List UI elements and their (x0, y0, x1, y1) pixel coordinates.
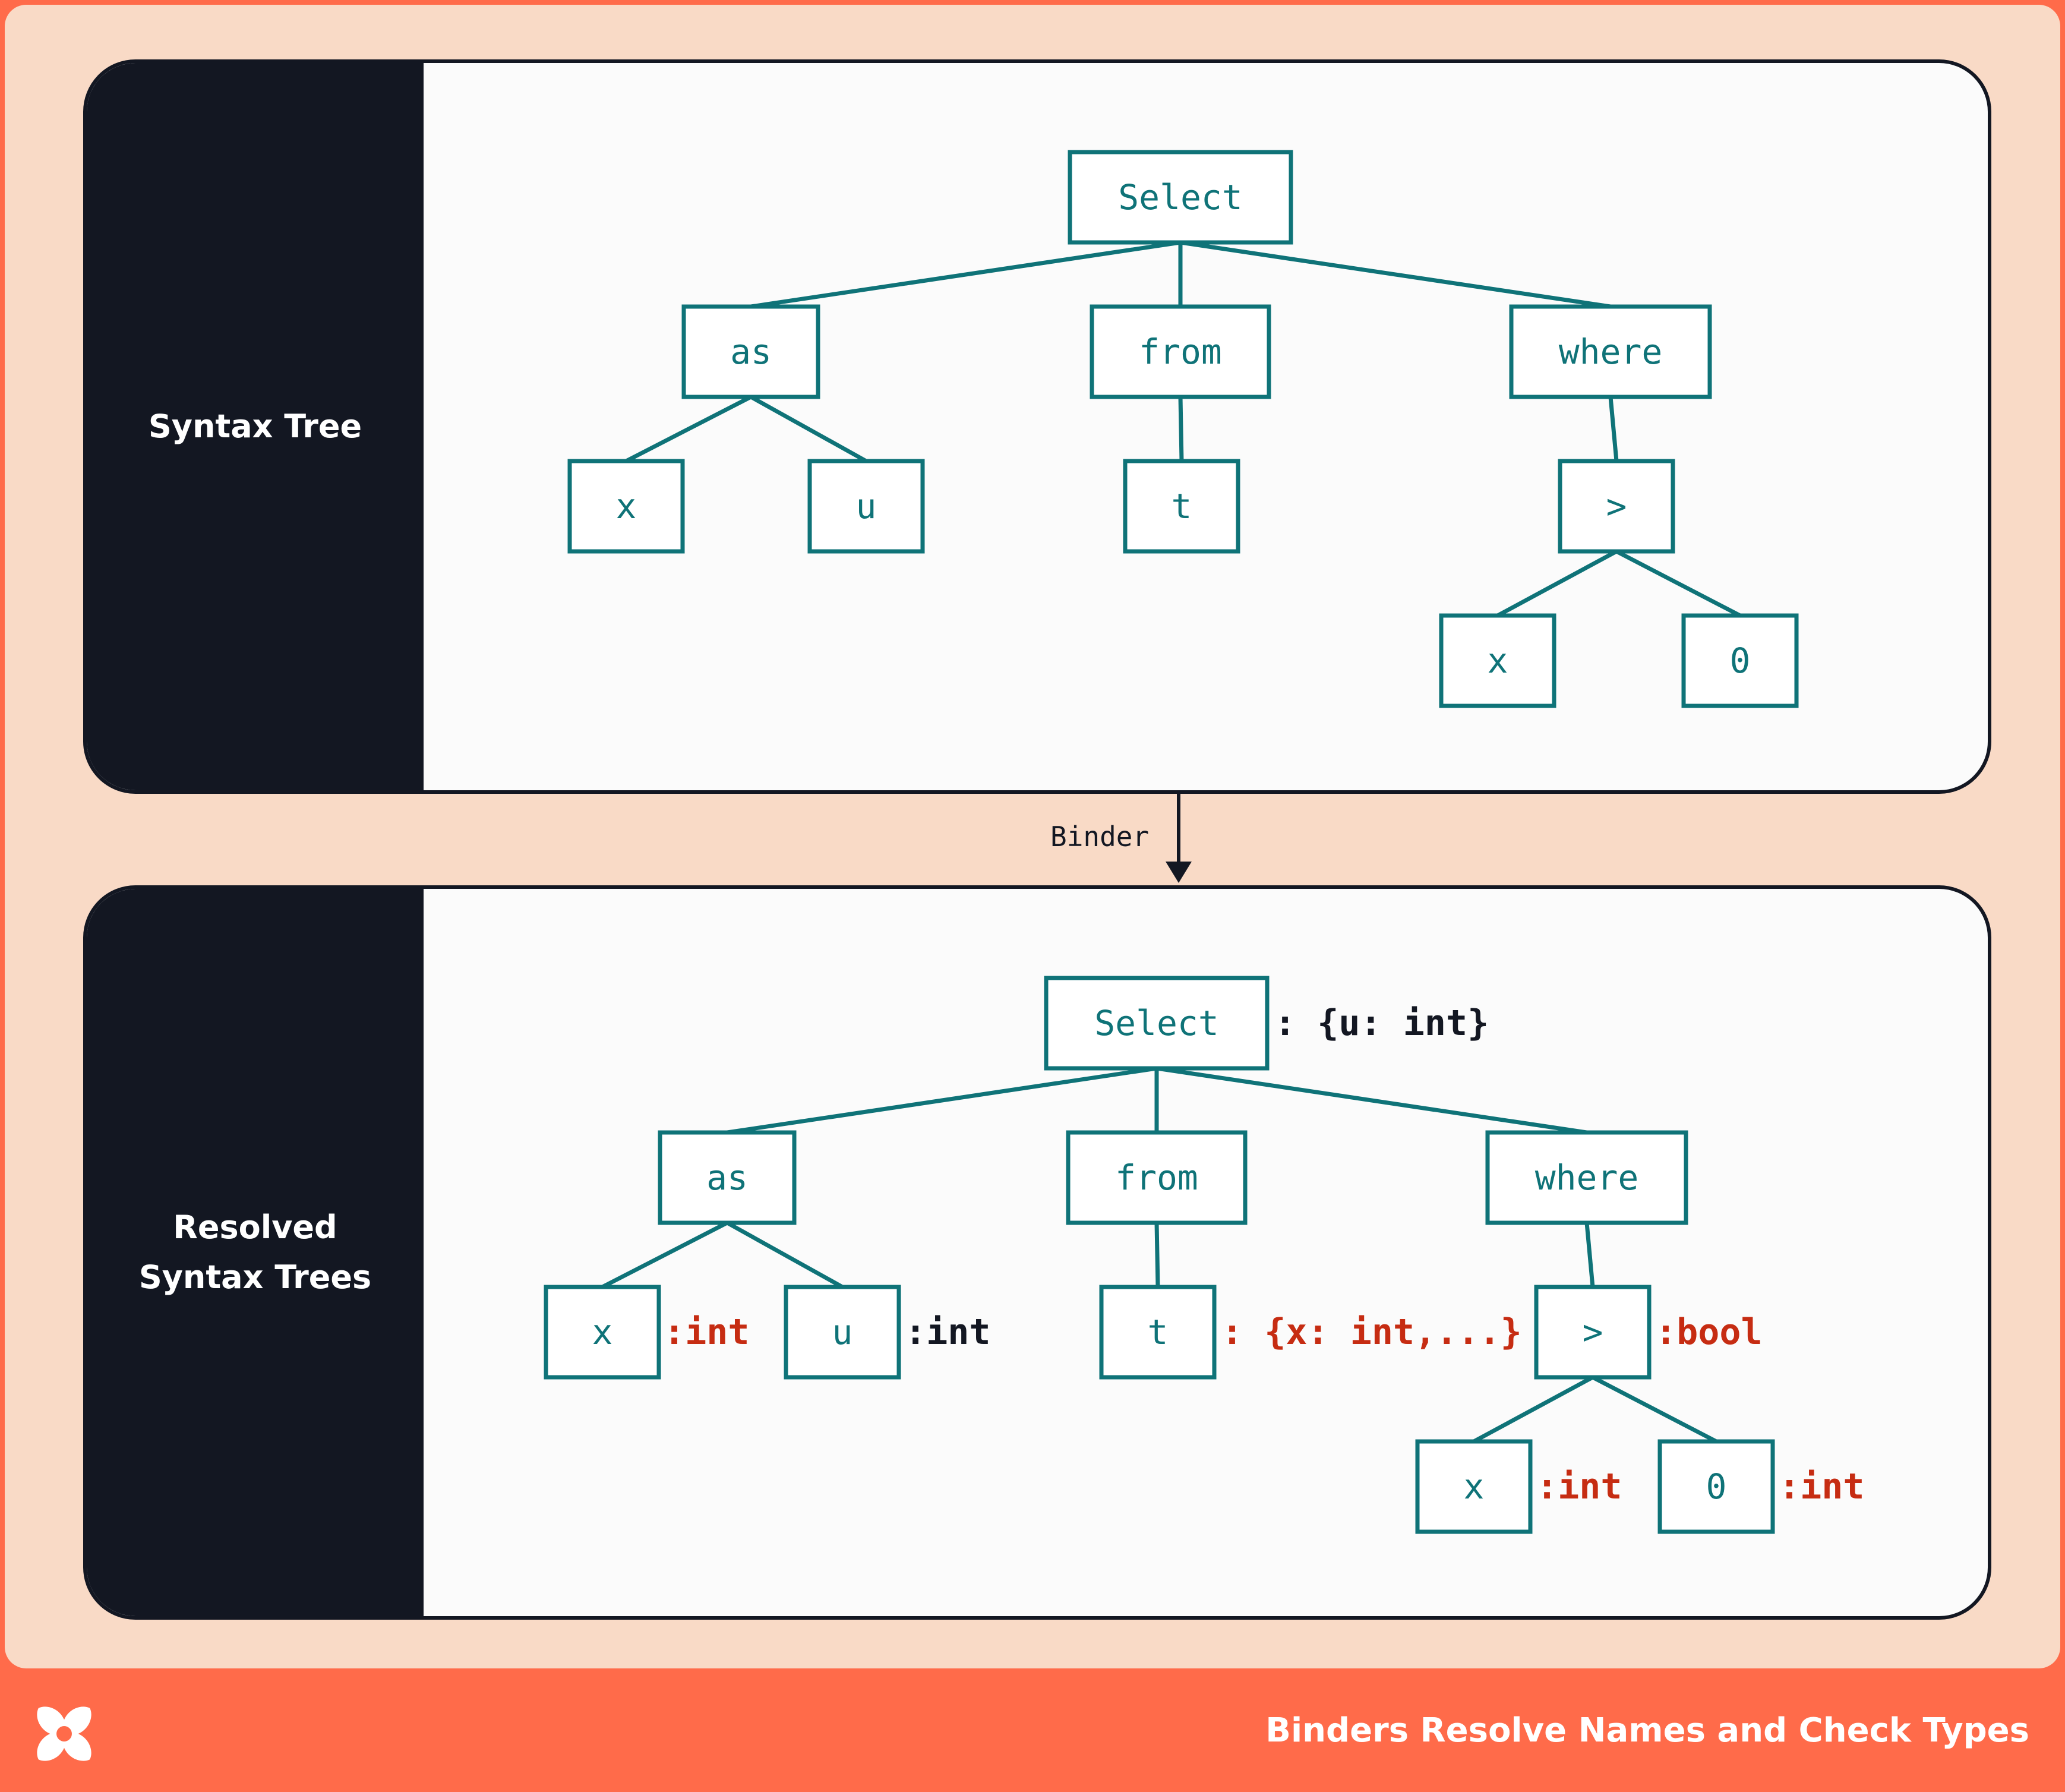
top-node-select: Select (1068, 150, 1293, 245)
resolved-edge-select-as (727, 1066, 1157, 1135)
resolved-type-annotation-as-u: :int (905, 1311, 991, 1353)
top-node-box-gt-0 (1681, 613, 1799, 708)
resolved-node-label-select: Select (1094, 1003, 1219, 1043)
top-edge-where-gt (1608, 396, 1619, 462)
top-node-gt-0: 0 (1681, 613, 1799, 708)
resolved-node-box-where (1485, 1130, 1688, 1225)
footer-bar: Binders Resolve Names and Check Types (0, 1668, 2065, 1792)
footer-title: Binders Resolve Names and Check Types (1265, 1711, 2029, 1750)
top-node-as-x: x (567, 459, 685, 554)
resolved-edge-as-as-x (601, 1220, 728, 1289)
resolved-node-box-gt (1534, 1285, 1652, 1380)
top-node-from: from (1090, 304, 1271, 399)
resolved-node-label-as: as (706, 1157, 748, 1198)
resolved-node-label-as-x: x (592, 1312, 613, 1352)
syntax-tree-label: Syntax Tree (148, 408, 362, 445)
brand-x-icon (37, 1706, 91, 1761)
resolved-node-label-gt-x: x (1464, 1466, 1485, 1507)
top-node-box-as-x (567, 459, 685, 554)
resolved-node-box-as-x (544, 1285, 661, 1380)
resolved-node-label-gt: > (1583, 1312, 1603, 1352)
resolved-node-gt-x: x (1415, 1439, 1533, 1534)
resolved-type-annotation-from-t: : {x: int,...} (1221, 1311, 1522, 1353)
top-node-box-from (1090, 304, 1271, 399)
resolved-node-box-as (658, 1130, 797, 1225)
resolved-type-annotation-gt: :bool (1655, 1311, 1763, 1353)
top-node-box-where (1509, 304, 1712, 399)
top-node-label-from-t: t (1172, 486, 1192, 526)
resolved-node-label-as-u: u (832, 1312, 853, 1352)
top-node-label-as-u: u (856, 486, 877, 526)
resolved-node-select: Select (1044, 976, 1270, 1071)
resolved-type-annotation-as-x: :int (664, 1311, 750, 1353)
resolved-node-box-from-t (1099, 1285, 1217, 1380)
top-node-as: as (681, 304, 820, 399)
resolved-syntax-tree-sidebar: Resolved Syntax Trees (87, 889, 424, 1616)
resolved-edge-where-gt (1584, 1222, 1595, 1288)
resolved-node-as-u: u (784, 1285, 901, 1380)
top-node-label-gt-x: x (1488, 641, 1508, 681)
top-edge-from-from-t (1178, 396, 1184, 462)
top-node-label-gt: > (1606, 486, 1627, 526)
top-node-label-select: Select (1118, 177, 1243, 217)
resolved-node-label-where: where (1535, 1157, 1639, 1198)
resolved-node-label-gt-0: 0 (1706, 1466, 1727, 1507)
top-node-label-from: from (1139, 332, 1222, 372)
top-node-box-gt-x (1439, 613, 1556, 708)
resolved-node-as-x: x (544, 1285, 661, 1380)
resolved-type-annotation-select: : {u: int} (1274, 1002, 1489, 1044)
top-node-box-select (1068, 150, 1293, 245)
resolved-node-label-from-t: t (1148, 1312, 1169, 1352)
top-edge-gt-gt-0 (1615, 549, 1741, 618)
resolved-node-from: from (1066, 1130, 1248, 1225)
resolved-node-where: where (1485, 1130, 1688, 1225)
resolved-node-gt-0: 0 (1657, 1439, 1775, 1534)
top-node-box-as-u (807, 459, 925, 554)
resolved-syntax-tree-diagram: Select as from where x u t > x 0 : {u: int} :int :in… (544, 976, 1865, 1534)
resolved-edge-from-from-t (1154, 1222, 1160, 1288)
top-node-label-where: where (1559, 332, 1663, 372)
top-node-gt-x: x (1439, 613, 1556, 708)
top-edge-as-as-u (750, 395, 867, 463)
top-edge-select-as (750, 240, 1181, 309)
top-node-box-as (681, 304, 820, 399)
resolved-edge-gt-gt-x (1473, 1375, 1594, 1444)
top-edge-as-as-x (625, 395, 752, 463)
binder-label: Binder (1050, 821, 1150, 853)
top-edge-select-where (1180, 240, 1611, 309)
resolved-edge-as-as-u (726, 1220, 844, 1289)
resolved-edge-select-where (1156, 1066, 1587, 1135)
resolved-node-label-from: from (1115, 1157, 1198, 1198)
resolved-type-annotation-gt-x: :int (1536, 1466, 1622, 1507)
syntax-tree-panel: Syntax Tree Select as from where x u t > x 0 (83, 59, 1991, 794)
resolved-edge-gt-gt-0 (1592, 1375, 1717, 1444)
resolved-syntax-tree-label: Resolved Syntax Trees (138, 1209, 372, 1296)
resolved-type-annotation-gt-0: :int (1779, 1466, 1865, 1507)
resolved-node-box-from (1066, 1130, 1248, 1225)
top-node-as-u: u (807, 459, 925, 554)
resolved-node-box-as-u (784, 1285, 901, 1380)
top-edge-gt-gt-x (1496, 549, 1618, 618)
resolved-node-box-gt-0 (1657, 1439, 1775, 1534)
resolved-node-gt: > (1534, 1285, 1652, 1380)
top-node-label-as: as (730, 332, 772, 372)
top-node-where: where (1509, 304, 1712, 399)
top-node-gt: > (1558, 459, 1675, 554)
resolved-node-as: as (658, 1130, 797, 1225)
resolved-node-from-t: t (1099, 1285, 1217, 1380)
top-node-label-as-x: x (616, 486, 637, 526)
resolved-node-box-select (1044, 976, 1270, 1071)
resolved-node-box-gt-x (1415, 1439, 1533, 1534)
top-node-box-gt (1558, 459, 1675, 554)
top-node-box-from-t (1123, 459, 1240, 554)
syntax-tree-sidebar: Syntax Tree (87, 63, 424, 790)
top-node-label-gt-0: 0 (1730, 641, 1751, 681)
resolved-syntax-tree-panel: Resolved Syntax Trees Select as from where x… (83, 885, 1991, 1620)
top-node-from-t: t (1123, 459, 1240, 554)
syntax-tree-diagram: Select as from where x u t > x 0 (567, 150, 1799, 708)
